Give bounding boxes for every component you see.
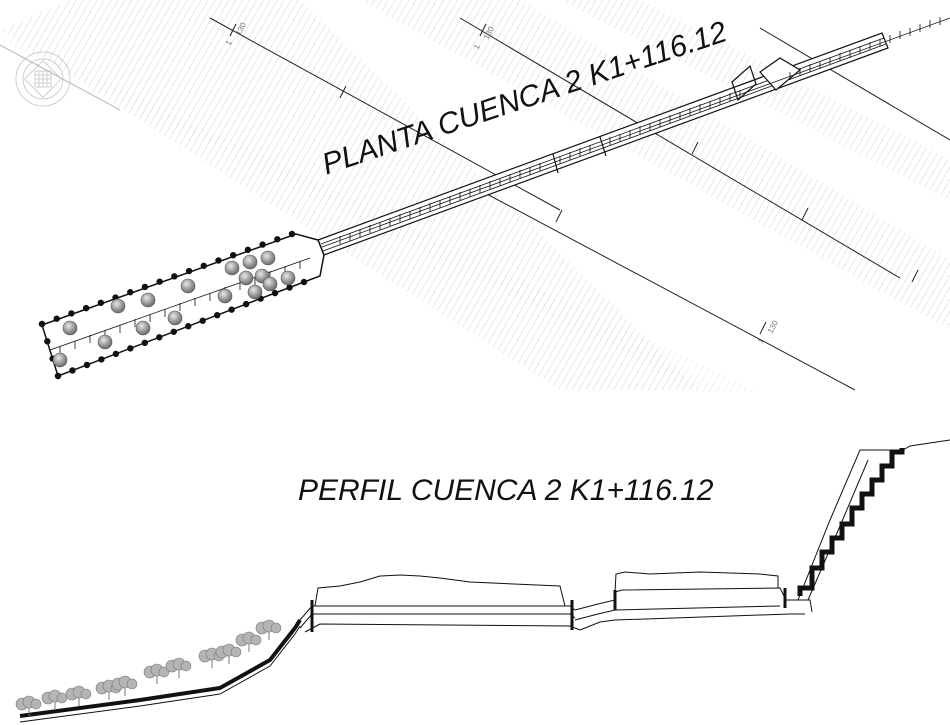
- edge-bead: [156, 278, 163, 285]
- basin-boulders: [52, 250, 296, 368]
- edge-bead: [300, 278, 308, 286]
- edge-bead: [170, 328, 177, 335]
- staircase-profile: [797, 448, 905, 596]
- channel-profile: [299, 571, 813, 633]
- boulder-icon: [262, 276, 278, 292]
- boulder-icon: [217, 288, 233, 304]
- basin-plan: [41, 233, 325, 377]
- profile-view: [15, 439, 950, 723]
- edge-bead: [127, 289, 134, 296]
- edge-bead: [53, 315, 60, 322]
- edge-bead: [244, 246, 252, 254]
- edge-bead: [69, 367, 76, 374]
- boulder-icon: [238, 270, 254, 286]
- edge-bead: [271, 289, 279, 297]
- edge-bead: [259, 241, 266, 248]
- edge-bead: [112, 350, 120, 358]
- boulder-icon: [135, 320, 151, 336]
- ground-profile: [19, 618, 302, 718]
- edge-bead: [44, 338, 51, 345]
- boulder-icon: [62, 320, 78, 336]
- tree-icon: [41, 689, 68, 710]
- tree-icon: [235, 631, 262, 652]
- tree-icon: [143, 663, 170, 684]
- edge-bead: [156, 334, 163, 341]
- tree-icon: [65, 685, 92, 706]
- tree-icon: [165, 657, 192, 678]
- tree-icons: [15, 619, 282, 716]
- edge-bead: [83, 361, 91, 369]
- edge-bead: [141, 339, 149, 347]
- edge-bead: [274, 236, 281, 243]
- edge-bead: [229, 251, 237, 259]
- edge-bead: [242, 300, 250, 308]
- edge-bead: [141, 283, 149, 291]
- boulder-icon: [97, 334, 113, 350]
- tree-icon: [215, 643, 242, 664]
- channel-centerline: [321, 17, 950, 248]
- boulder-icon: [140, 292, 156, 308]
- boulder-icon: [167, 310, 183, 326]
- plan-view: 130 1 130 1 130 1: [0, 0, 950, 392]
- edge-bead: [286, 284, 293, 291]
- edge-bead: [171, 273, 178, 280]
- tree-icon: [255, 619, 282, 640]
- profile-title: PERFIL CUENCA 2 K1+116.12: [298, 474, 714, 507]
- grid-tick-label: 1: [472, 42, 482, 51]
- boulder-icon: [280, 270, 296, 286]
- boulder-icon: [180, 278, 196, 294]
- edge-bead: [200, 262, 207, 269]
- edge-bead: [215, 257, 222, 264]
- edge-bead: [228, 306, 235, 313]
- edge-bead: [127, 345, 134, 352]
- edge-bead: [199, 317, 206, 324]
- grid-tick-label: 1: [224, 38, 234, 47]
- edge-bead: [97, 299, 105, 307]
- grid-tick-label: 1: [756, 336, 766, 345]
- boulder-icon: [242, 254, 258, 270]
- tree-icon: [15, 695, 42, 716]
- terrain-hatching: [0, 0, 950, 392]
- edge-bead: [38, 320, 46, 328]
- boulder-icon: [110, 298, 126, 314]
- edge-bead: [288, 230, 296, 238]
- grid-label: 130: [766, 318, 780, 334]
- boulder-icon: [52, 352, 68, 368]
- edge-bead: [213, 311, 221, 319]
- boulder-icon: [260, 250, 276, 266]
- edge-bead: [54, 372, 62, 380]
- edge-bead: [185, 267, 193, 275]
- edge-bead: [68, 310, 75, 317]
- tree-icon: [111, 675, 138, 696]
- edge-bead: [82, 304, 90, 312]
- boulder-icon: [247, 284, 263, 300]
- basin-edge-beads: [38, 230, 308, 380]
- edge-bead: [185, 323, 192, 330]
- edge-bead: [98, 356, 105, 363]
- boulder-icon: [224, 260, 240, 276]
